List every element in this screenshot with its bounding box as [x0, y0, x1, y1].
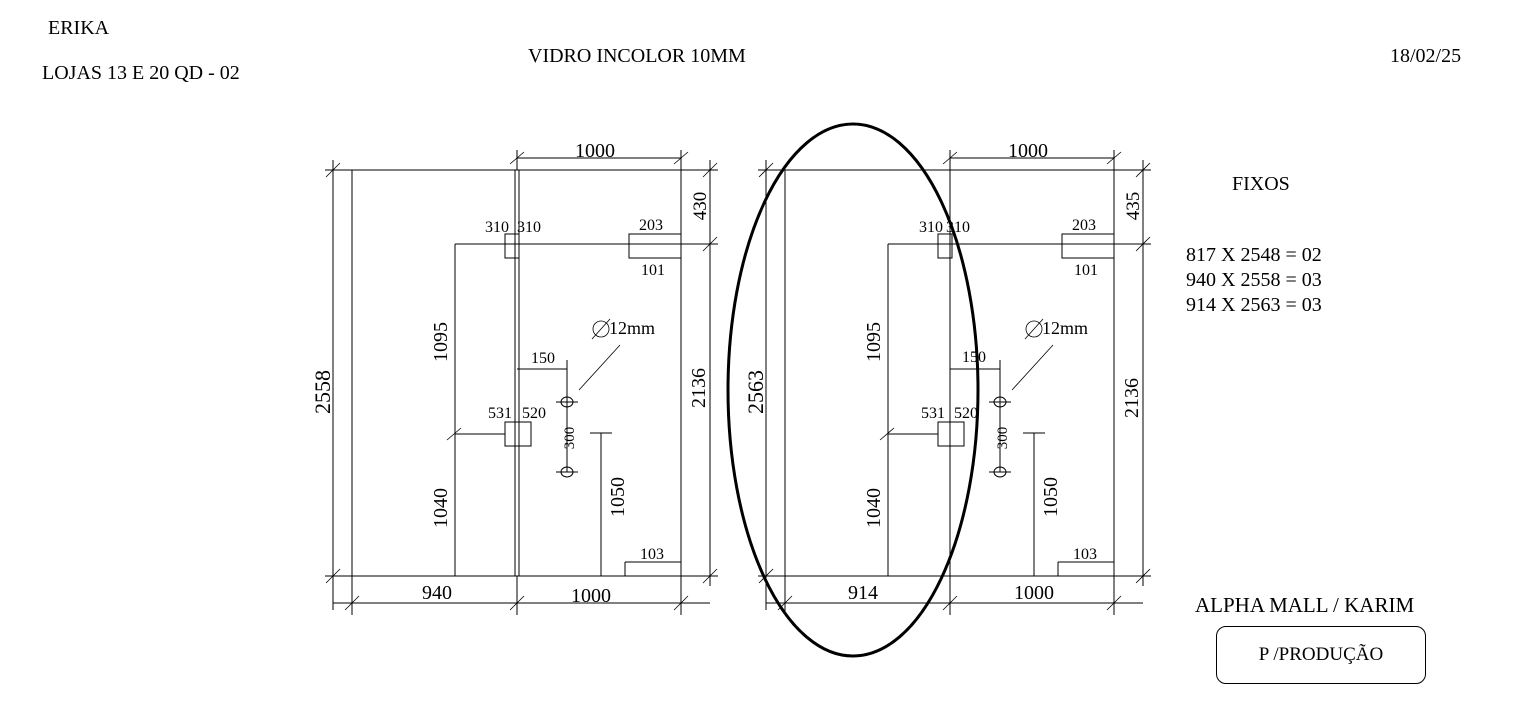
dim-top-height: 430	[690, 192, 711, 221]
dim-handle-lower: 1040	[863, 488, 885, 528]
dim-total-height: 2558	[310, 370, 335, 414]
dim-hinge-mid-left: 531	[488, 405, 512, 422]
production-stamp-label: P /PRODUÇÃO	[1258, 644, 1384, 665]
dim-right-height: 2136	[1121, 378, 1143, 418]
fixos-item: 817 X 2548 = 02	[1186, 244, 1322, 266]
dim-hinge-mid-right: 520	[954, 405, 978, 422]
dim-notch-bottom: 103	[1073, 546, 1097, 563]
client-name: ERIKA	[48, 17, 110, 39]
production-stamp: P /PRODUÇÃO	[1216, 626, 1426, 684]
dim-top-width: 1000	[575, 140, 615, 162]
dim-bottom-left: 914	[848, 582, 878, 604]
dim-bottom-right: 1000	[1014, 582, 1054, 604]
dim-bottom-left: 940	[422, 582, 452, 604]
dim-hole-diameter: 12mm	[1042, 318, 1088, 338]
dim-notch-top-h: 101	[641, 262, 665, 279]
dim-total-height: 2563	[743, 370, 768, 414]
diameter-icon	[1025, 320, 1043, 338]
dim-hinge-mid-left: 531	[921, 405, 945, 422]
fixos-item: 940 X 2558 = 03	[1186, 269, 1322, 291]
dim-right-height: 2136	[688, 368, 710, 408]
dim-hinge-mid-right: 520	[522, 405, 546, 422]
fixos-list: 817 X 2548 = 02 940 X 2558 = 03 914 X 25…	[1186, 243, 1322, 318]
material-label: VIDRO INCOLOR 10MM	[528, 45, 746, 67]
dim-notch-top-w: 203	[1072, 217, 1096, 234]
dim-hole-diameter: 12mm	[609, 318, 655, 338]
dim-bottom-right: 1000	[571, 585, 611, 607]
dim-handle-upper: 1095	[863, 322, 885, 362]
dim-lock-height: 1050	[607, 477, 629, 517]
dim-hole-offset: 150	[531, 350, 555, 367]
dim-top-height: 435	[1123, 192, 1144, 221]
dim-notch-bottom: 103	[640, 546, 664, 563]
dim-lock-height: 1050	[1040, 477, 1062, 517]
fixos-title: FIXOS	[1232, 173, 1290, 195]
dim-notch-top-h: 101	[1074, 262, 1098, 279]
location-label: LOJAS 13 E 20 QD - 02	[42, 62, 240, 84]
footer-client: ALPHA MALL / KARIM	[1195, 593, 1415, 617]
dim-handle-lower: 1040	[430, 488, 452, 528]
dim-handle-upper: 1095	[430, 322, 452, 362]
date-label: 18/02/25	[1390, 45, 1462, 67]
diameter-icon	[592, 320, 610, 338]
highlight-ellipse	[726, 122, 980, 658]
dim-hinge-top-left: 310	[485, 219, 509, 236]
dim-hole-spacing: 300	[995, 427, 1011, 450]
dim-hole-offset: 150	[962, 349, 986, 366]
dim-top-width: 1000	[1008, 140, 1048, 162]
dim-hole-spacing: 300	[562, 427, 578, 450]
dim-hinge-top-left: 310	[919, 219, 943, 236]
panel-left-drawing: 1000 430 2558 2136 1095 1040 1050 310 31…	[310, 140, 718, 615]
dim-notch-top-w: 203	[639, 217, 663, 234]
panel-right-drawing: 1000 435 2563 2136 1095 1040 1050 310 31…	[743, 140, 1151, 615]
fixos-item: 914 X 2563 = 03	[1186, 294, 1322, 316]
dim-hinge-top-right: 310	[517, 219, 541, 236]
